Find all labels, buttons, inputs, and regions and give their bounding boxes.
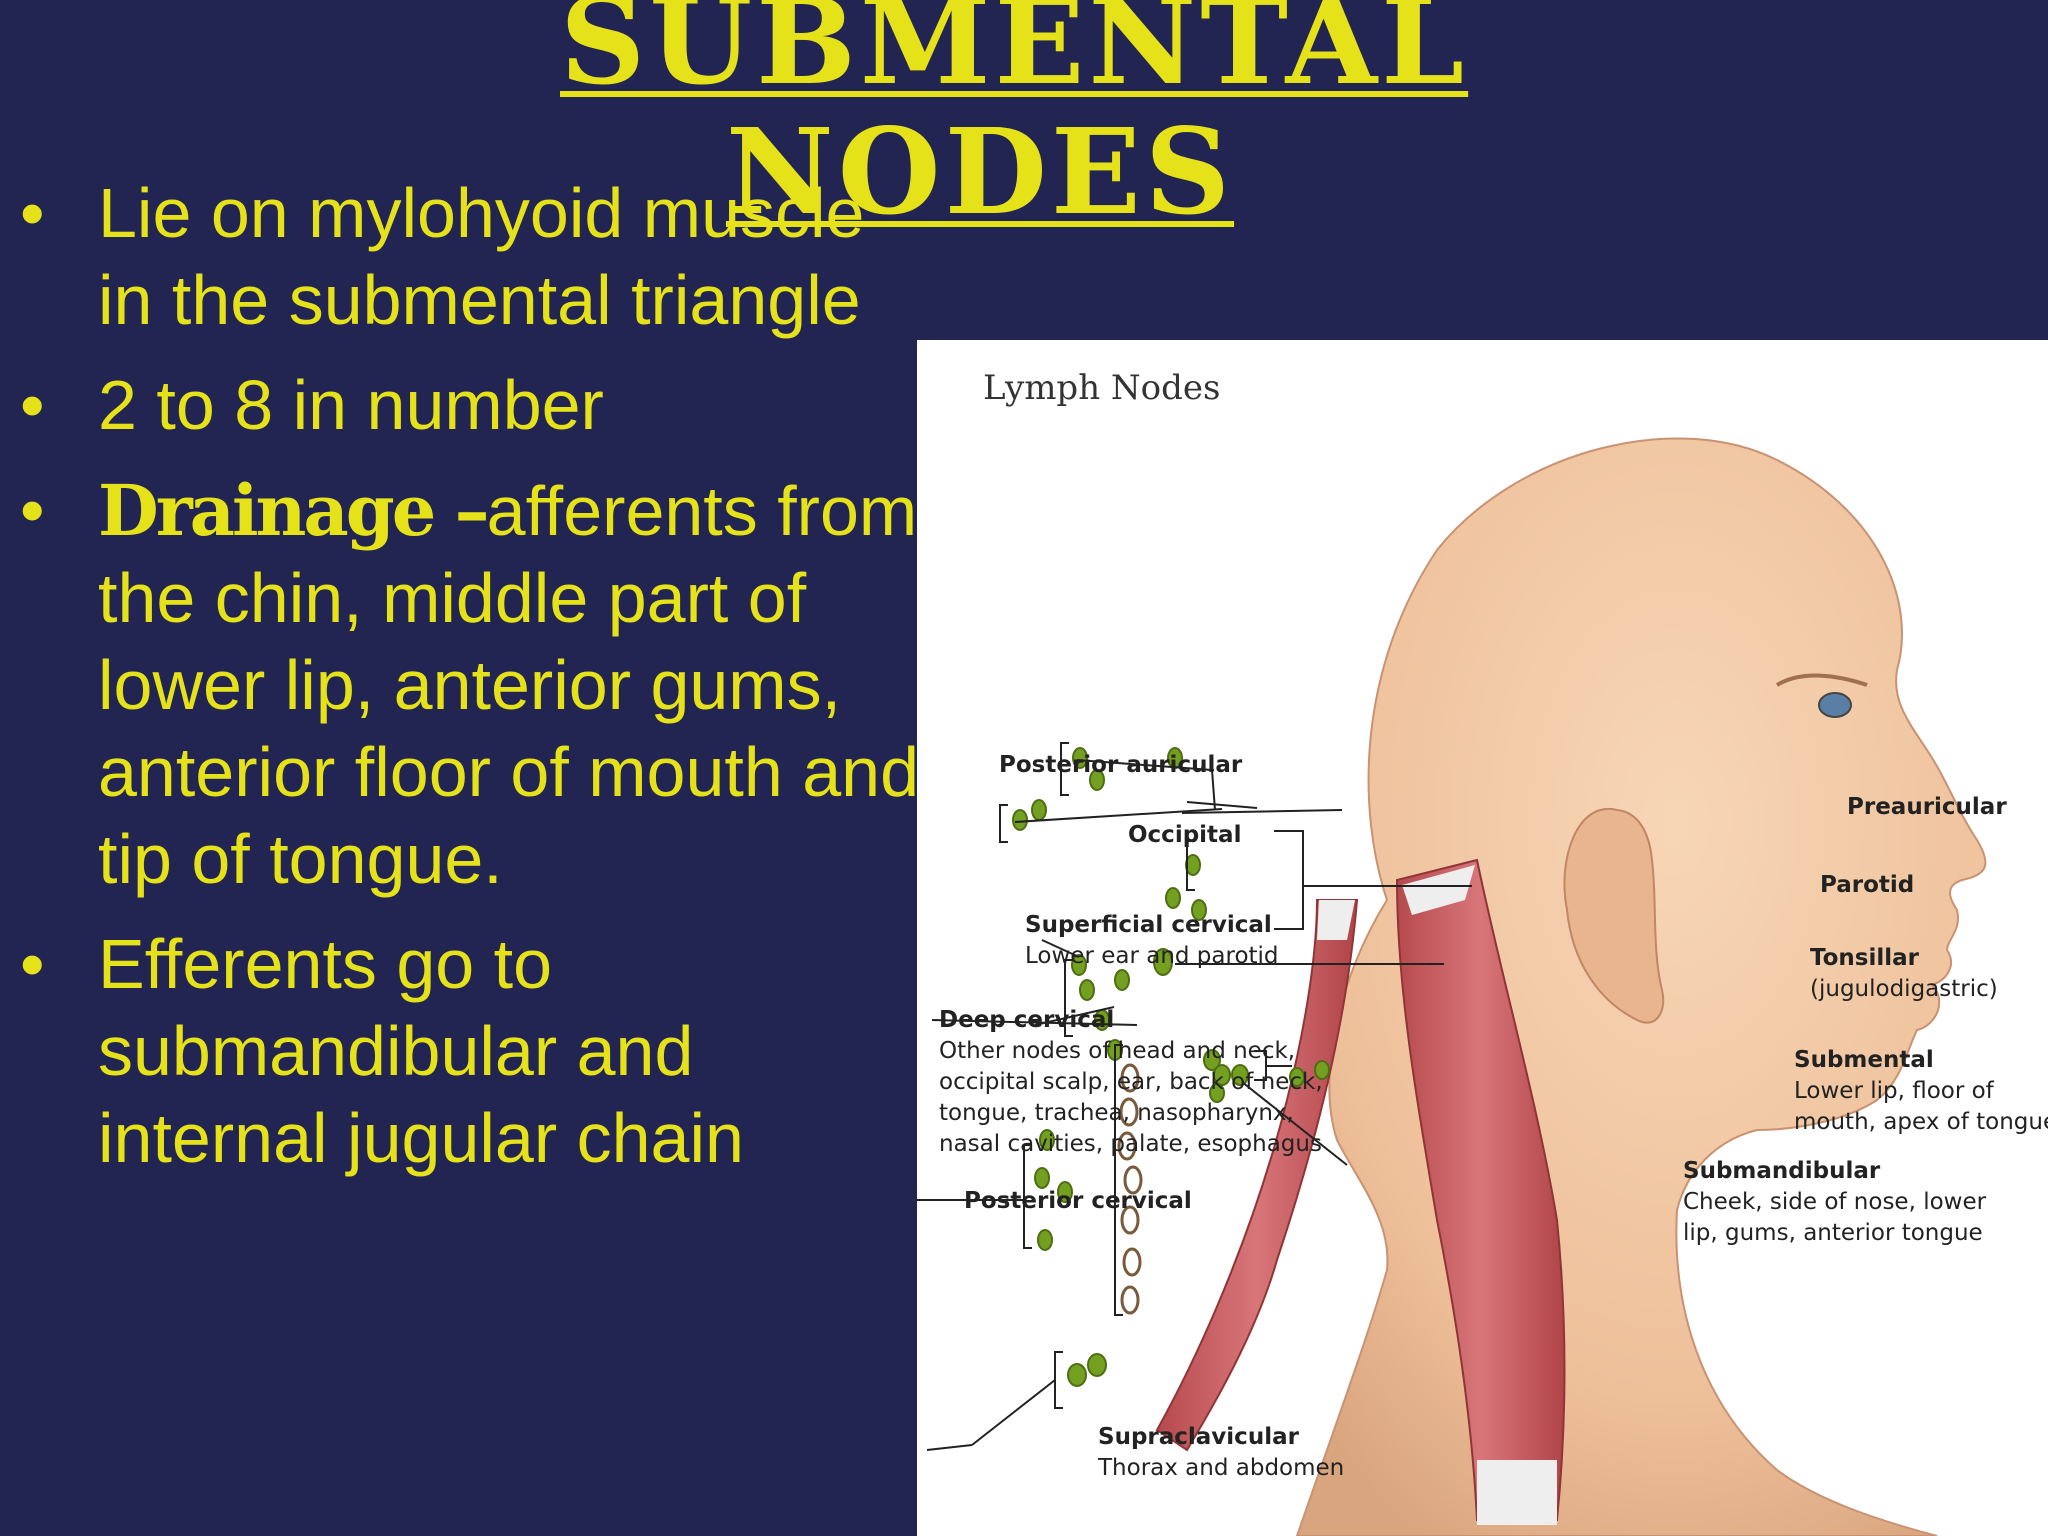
bullet-item: • Efferents go to submandibular and inte… xyxy=(20,921,920,1182)
bullet-dot: • xyxy=(20,174,45,252)
label-supraclavicular: Supraclavicular Thorax and abdomen xyxy=(1098,1424,1345,1481)
title-line-2: Nodes xyxy=(725,102,1235,241)
bullet-text: 2 to 8 in number xyxy=(98,366,604,444)
label-posterior-cervical: Posterior cervical xyxy=(964,1188,1192,1214)
label-posterior-auricular: Posterior auricular xyxy=(999,752,1243,778)
bullet-text: Efferents go to submandibular and intern… xyxy=(98,925,744,1177)
label-preauricular: Preauricular xyxy=(1847,794,2007,820)
bullet-text: afferents from the chin, middle part of … xyxy=(98,472,920,898)
bullet-dot: • xyxy=(20,366,45,444)
head-neck-illustration xyxy=(917,437,1987,1536)
label-parotid: Parotid xyxy=(1820,872,1915,898)
trapezius-muscle xyxy=(1155,899,1359,1452)
bullet-dot: • xyxy=(20,925,45,1003)
bullet-list: • Lie on mylohyoid muscle in the subment… xyxy=(20,170,920,1200)
bullet-text: Lie on mylohyoid muscle in the submental… xyxy=(98,174,865,339)
title-line-1: Submental xyxy=(560,0,1469,111)
bullet-dot: • xyxy=(20,471,45,549)
ear-shape xyxy=(1563,807,1665,1024)
eye-shape xyxy=(1818,692,1852,718)
label-submental: Submental Lower lip, floor of mouth, ape… xyxy=(1794,1047,2048,1135)
bullet-item: • 2 to 8 in number xyxy=(20,362,920,449)
lymph-node-cluster xyxy=(1012,747,1330,1387)
lymph-nodes-figure: Lymph Nodes Posterior auricular Occipita… xyxy=(917,340,2048,1536)
figure-title: Lymph Nodes xyxy=(983,368,1221,408)
bullet-item: • Drainage –afferents from the chin, mid… xyxy=(20,467,920,903)
label-superficial-cervical: Superficial cervical Lower ear and parot… xyxy=(1025,912,1279,969)
label-deep-cervical: Deep cervical Other nodes of head and ne… xyxy=(939,1007,1323,1157)
label-tonsillar: Tonsillar (jugulodigastric) xyxy=(1810,945,1998,1002)
bullet-bold-lead: Drainage – xyxy=(98,469,490,552)
label-submandibular: Submandibular Cheek, side of nose, lower… xyxy=(1683,1158,1987,1246)
slide-title: Submental Nodes xyxy=(560,0,1464,241)
bullet-item: • Lie on mylohyoid muscle in the subment… xyxy=(20,170,920,344)
label-occipital: Occipital xyxy=(1128,822,1242,848)
sternocleidomastoid-muscle xyxy=(1395,858,1566,1521)
